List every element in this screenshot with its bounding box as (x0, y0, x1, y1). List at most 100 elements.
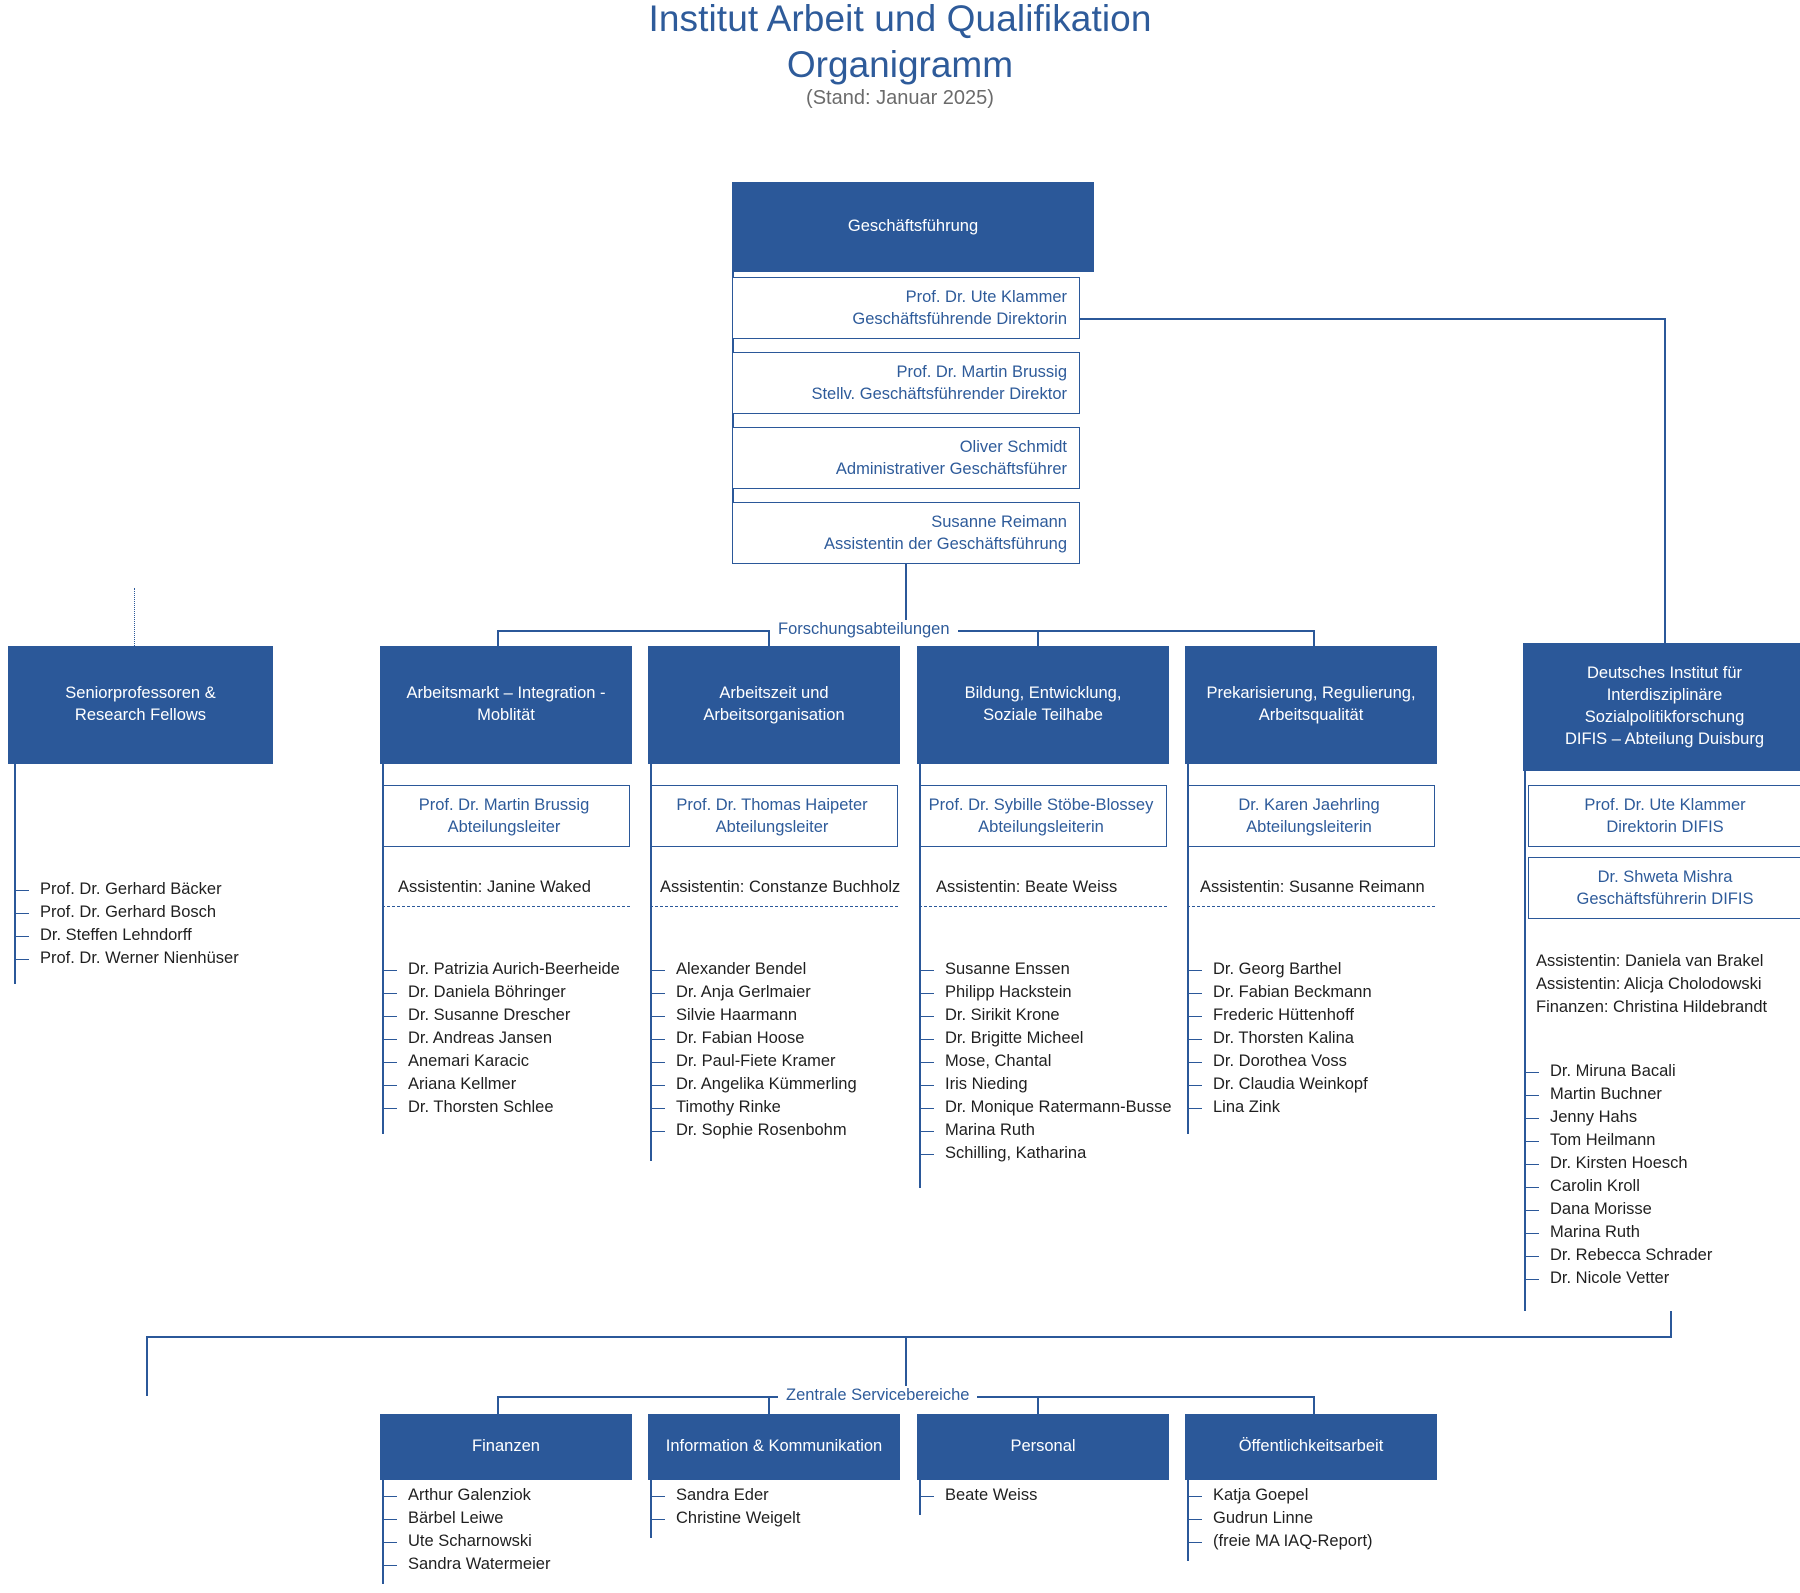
list-item: Bärbel Leiwe (382, 1507, 550, 1530)
difis-title-line1: Deutsches Institut für (1587, 664, 1742, 683)
senior-list-spine (14, 764, 16, 984)
department-0-spine (382, 764, 384, 1134)
list-item: Dr. Miruna Bacali (1524, 1060, 1712, 1083)
management-person-2: Oliver Schmidt Administrativer Geschäfts… (732, 427, 1080, 489)
department-0-header-box: Arbeitsmarkt – Integration - Moblität (380, 646, 632, 764)
department-3-lead-role: Abteilungsleiterin (1246, 818, 1372, 836)
difis-member-list: Dr. Miruna Bacali Martin Buchner Jenny H… (1524, 1060, 1712, 1290)
services-bottom-horizontal (146, 1336, 1672, 1338)
list-item: Sandra Eder (650, 1484, 800, 1507)
list-item: Dr. Rebecca Schrader (1524, 1244, 1712, 1267)
page-title-line2: Organigramm (786, 44, 1014, 85)
list-item: Dr. Claudia Weinkopf (1187, 1073, 1372, 1096)
department-3-lead-name: Dr. Karen Jaehrling (1238, 795, 1380, 814)
list-item: Katja Goepel (1187, 1484, 1373, 1507)
list-item: Schilling, Katharina (919, 1142, 1172, 1165)
list-item: Carolin Kroll (1524, 1175, 1712, 1198)
list-item: Dr. Andreas Jansen (382, 1027, 620, 1050)
list-item: Lina Zink (1187, 1096, 1372, 1119)
senior-member-list: Prof. Dr. Gerhard Bäcker Prof. Dr. Gerha… (14, 878, 239, 970)
department-2-header-box: Bildung, Entwicklung, Soziale Teilhabe (917, 646, 1169, 764)
department-2-lead-name: Prof. Dr. Sybille Stöbe-Blossey (928, 795, 1154, 814)
difis-director-name: Prof. Dr. Ute Klammer (1584, 795, 1746, 814)
list-item: Marina Ruth (1524, 1221, 1712, 1244)
department-3-title-line1: Prekarisierung, Regulierung, (1206, 684, 1416, 703)
department-1-title-line2: Arbeitsorganisation (703, 706, 845, 724)
department-3-assistant: Assistentin: Susanne Reimann (1200, 878, 1425, 896)
list-item: Prof. Dr. Gerhard Bäcker (14, 878, 239, 901)
list-item: Anemari Karacic (382, 1050, 620, 1073)
research-branch-drop-1 (768, 630, 770, 646)
list-item: Dr. Georg Barthel (1187, 958, 1372, 981)
list-item: Beate Weiss (919, 1484, 1037, 1507)
list-item: Dr. Nicole Vetter (1524, 1267, 1712, 1290)
services-center-drop (905, 1337, 907, 1397)
service-2-member-list: Beate Weiss (919, 1484, 1037, 1507)
management-person-1-name: Prof. Dr. Martin Brussig (896, 362, 1067, 381)
service-0-header-box: Finanzen (380, 1414, 632, 1480)
services-right-riser (1670, 1311, 1672, 1337)
list-item: Christine Weigelt (650, 1507, 800, 1530)
services-branch-drop-2 (1037, 1396, 1039, 1414)
list-item: Frederic Hüttenhoff (1187, 1004, 1372, 1027)
difis-title-line2: Interdisziplinäre (1606, 686, 1723, 705)
list-item: Prof. Dr. Werner Nienhüser (14, 947, 239, 970)
department-1-lead-name: Prof. Dr. Thomas Haipeter (676, 795, 868, 814)
service-0-title: Finanzen (472, 1437, 540, 1456)
services-left-riser (146, 1336, 148, 1396)
klammer-to-difis-horizontal (1080, 318, 1665, 320)
list-item: Tom Heilmann (1524, 1129, 1712, 1152)
list-item: Jenny Hahs (1524, 1106, 1712, 1129)
difis-title-line3: Sozialpolitikforschung (1584, 708, 1745, 726)
list-item: Dr. Angelika Kümmerling (650, 1073, 857, 1096)
department-1-header-box: Arbeitszeit und Arbeitsorganisation (648, 646, 900, 764)
service-3-header-box: Öffentlichkeitsarbeit (1185, 1414, 1437, 1480)
department-1-assistant: Assistentin: Constanze Buchholz (660, 878, 901, 896)
department-1-title-line1: Arbeitszeit und (719, 684, 829, 703)
difis-title-line4: DIFIS – Abteilung Duisburg (1564, 729, 1765, 748)
senior-dotted-connector (134, 588, 135, 646)
list-item: Dr. Fabian Beckmann (1187, 981, 1372, 1004)
services-branch-drop-0 (497, 1396, 499, 1414)
management-person-1: Prof. Dr. Martin Brussig Stellv. Geschäf… (732, 352, 1080, 414)
list-item: Susanne Enssen (919, 958, 1172, 981)
difis-manager-name: Dr. Shweta Mishra (1597, 867, 1733, 886)
management-header-label: Geschäftsführung (847, 217, 979, 236)
department-1-lead-box: Prof. Dr. Thomas Haipeter Abteilungsleit… (650, 785, 898, 847)
difis-director-box: Prof. Dr. Ute Klammer Direktorin DIFIS (1528, 785, 1800, 847)
service-3-member-list: Katja Goepel Gudrun Linne (freie MA IAQ-… (1187, 1484, 1373, 1553)
service-2-title: Personal (1010, 1437, 1076, 1456)
department-2-lead-role: Abteilungsleiterin (978, 818, 1104, 836)
list-item: Arthur Galenziok (382, 1484, 550, 1507)
klammer-to-difis-vertical (1664, 318, 1666, 643)
senior-header-box: Seniorprofessoren & Research Fellows (8, 646, 273, 764)
management-to-research-drop (905, 564, 907, 631)
list-item: Alexander Bendel (650, 958, 857, 981)
services-band-label: Zentrale Servicebereiche (778, 1386, 978, 1405)
list-item: Dr. Steffen Lehndorff (14, 924, 239, 947)
management-person-3-name: Susanne Reimann (931, 512, 1067, 531)
department-0-dashed-separator (382, 906, 630, 907)
list-item: Timothy Rinke (650, 1096, 857, 1119)
department-0-lead-role: Abteilungsleiter (447, 818, 561, 836)
list-item: Dr. Daniela Böhringer (382, 981, 620, 1004)
senior-header-line1: Seniorprofessoren & (65, 684, 216, 703)
list-item: Dr. Sirikit Krone (919, 1004, 1172, 1027)
service-1-member-list: Sandra Eder Christine Weigelt (650, 1484, 800, 1530)
department-3-lead-box: Dr. Karen Jaehrling Abteilungsleiterin (1187, 785, 1435, 847)
list-item: Dr. Brigitte Micheel (919, 1027, 1172, 1050)
difis-manager-box: Dr. Shweta Mishra Geschäftsführerin DIFI… (1528, 857, 1800, 919)
department-0-assistant: Assistentin: Janine Waked (398, 878, 591, 896)
department-0-lead-name: Prof. Dr. Martin Brussig (418, 795, 590, 814)
management-person-3-role: Assistentin der Geschäftsführung (823, 535, 1067, 553)
management-spine (732, 272, 734, 560)
management-person-0-role: Geschäftsführende Direktorin (852, 310, 1067, 328)
list-item: Dr. Fabian Hoose (650, 1027, 857, 1050)
management-person-1-role: Stellv. Geschäftsführender Direktor (811, 385, 1067, 403)
list-item: Gudrun Linne (1187, 1507, 1373, 1530)
services-branch-drop-1 (768, 1396, 770, 1414)
list-item: Sandra Watermeier (382, 1553, 550, 1576)
management-header-box: Geschäftsführung (732, 182, 1094, 272)
list-item: Prof. Dr. Gerhard Bosch (14, 901, 239, 924)
management-person-2-role: Administrativer Geschäftsführer (835, 460, 1067, 478)
